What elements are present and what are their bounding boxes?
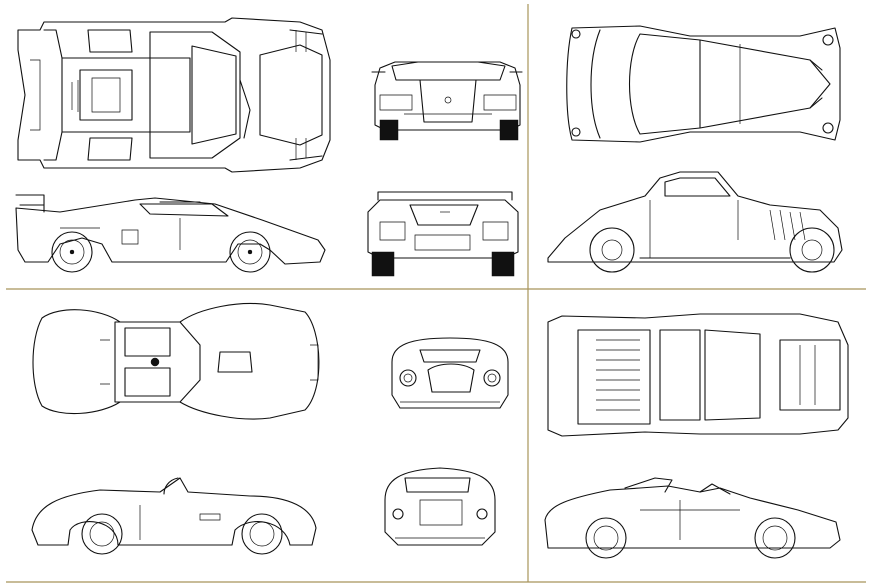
roadster-side-view [31, 477, 317, 555]
supercar-top-view [17, 17, 331, 173]
supercar-rear-view [367, 191, 519, 277]
roadster-front-view [391, 337, 509, 409]
coupe-top-view [566, 25, 841, 143]
supercar-front-view [371, 61, 523, 141]
panel-bottom-left [31, 302, 509, 555]
panel-bottom-right [544, 313, 849, 559]
sheet-frame [6, 4, 866, 583]
supercar-side-view [15, 194, 326, 273]
coupe-side-view [547, 171, 843, 273]
panel-top-right [547, 25, 843, 273]
targa-side-view [544, 477, 841, 559]
roadster-top-view [32, 302, 320, 420]
targa-top-view [547, 313, 849, 437]
roadster-rear-view [384, 467, 496, 546]
panel-top-left [15, 17, 523, 277]
